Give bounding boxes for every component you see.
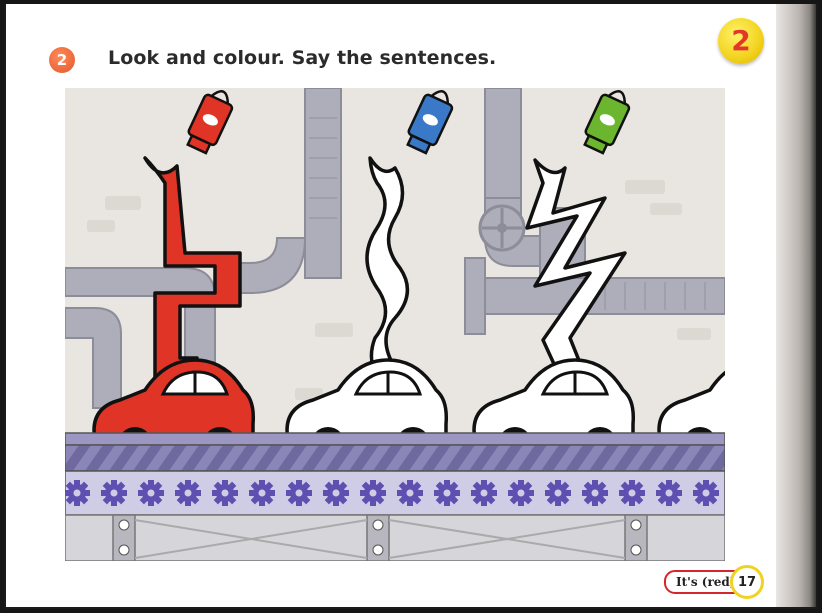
valve-wheel	[478, 204, 526, 252]
page-number: 17	[737, 574, 757, 590]
unit-badge: 2	[718, 18, 764, 64]
gear-icon	[65, 480, 90, 506]
exercise-instruction: Look and colour. Say the sentences.	[108, 47, 497, 69]
page-number-badge: 17	[730, 565, 764, 599]
gear-icon	[286, 480, 312, 506]
red-paint-tube	[186, 90, 234, 155]
gear-icon	[619, 480, 645, 506]
exercise-number-badge: 2	[49, 47, 75, 73]
gear-icon	[360, 480, 386, 506]
factory-illustration	[65, 88, 725, 561]
gear-icon	[397, 480, 423, 506]
gear-icon	[175, 480, 201, 506]
green-paint-tube	[583, 90, 631, 155]
gear-icon	[212, 480, 238, 506]
gear-icon	[508, 480, 534, 506]
book-spine	[776, 4, 816, 607]
gear-icon	[101, 480, 127, 506]
blue-paint-tube	[406, 90, 454, 155]
gear-icon	[582, 480, 608, 506]
gear-icon	[545, 480, 571, 506]
gear-icon	[434, 480, 460, 506]
gear-icon	[471, 480, 497, 506]
gear-icon	[693, 480, 719, 506]
gear-icon	[656, 480, 682, 506]
conveyor-belt	[65, 432, 725, 516]
example-sentence: It's (red).	[676, 575, 740, 589]
gear-icon	[138, 480, 164, 506]
pipe-ribs	[309, 117, 706, 310]
gear-icon	[249, 480, 275, 506]
support-frame	[65, 514, 725, 561]
factory-scene	[65, 88, 725, 561]
conveyor-gears	[65, 480, 719, 506]
gear-icon	[323, 480, 349, 506]
wall-bricks	[87, 180, 711, 400]
